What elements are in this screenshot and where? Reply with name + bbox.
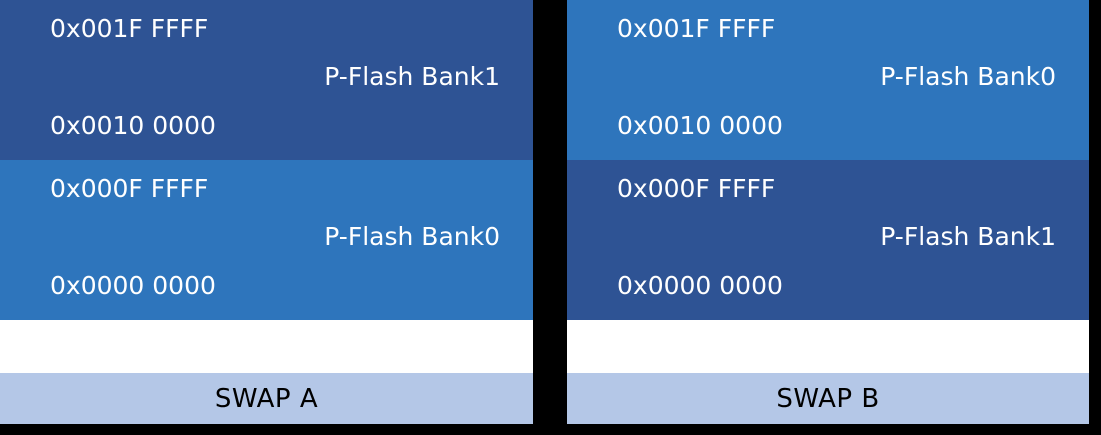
memory-bank-block-lower: 0x000F FFFF P-Flash Bank0 0x0000 0000 (0, 160, 533, 320)
memory-map-panel-swap-b: 0x001F FFFF P-Flash Bank0 0x0010 0000 0x… (567, 0, 1089, 424)
bank-name-label: P-Flash Bank0 (324, 222, 500, 251)
address-label-low: 0x0000 0000 (617, 271, 783, 300)
bank-name-label: P-Flash Bank1 (880, 222, 1056, 251)
address-label-high: 0x001F FFFF (617, 14, 776, 43)
address-label-high: 0x000F FFFF (50, 174, 209, 203)
address-label-high: 0x001F FFFF (50, 14, 209, 43)
swap-caption-label: SWAP B (776, 383, 880, 414)
memory-bank-block-upper: 0x001F FFFF P-Flash Bank0 0x0010 0000 (567, 0, 1089, 160)
address-label-high: 0x000F FFFF (617, 174, 776, 203)
panel-spacer (567, 320, 1089, 373)
panel-spacer (0, 320, 533, 373)
bank-name-label: P-Flash Bank1 (324, 62, 500, 91)
swap-caption-bar: SWAP B (567, 373, 1089, 424)
bank-name-label: P-Flash Bank0 (880, 62, 1056, 91)
address-label-low: 0x0010 0000 (617, 111, 783, 140)
address-label-low: 0x0000 0000 (50, 271, 216, 300)
address-label-low: 0x0010 0000 (50, 111, 216, 140)
memory-bank-block-lower: 0x000F FFFF P-Flash Bank1 0x0000 0000 (567, 160, 1089, 320)
memory-map-panel-swap-a: 0x001F FFFF P-Flash Bank1 0x0010 0000 0x… (0, 0, 533, 424)
swap-caption-bar: SWAP A (0, 373, 533, 424)
swap-caption-label: SWAP A (214, 383, 319, 414)
memory-bank-block-upper: 0x001F FFFF P-Flash Bank1 0x0010 0000 (0, 0, 533, 160)
